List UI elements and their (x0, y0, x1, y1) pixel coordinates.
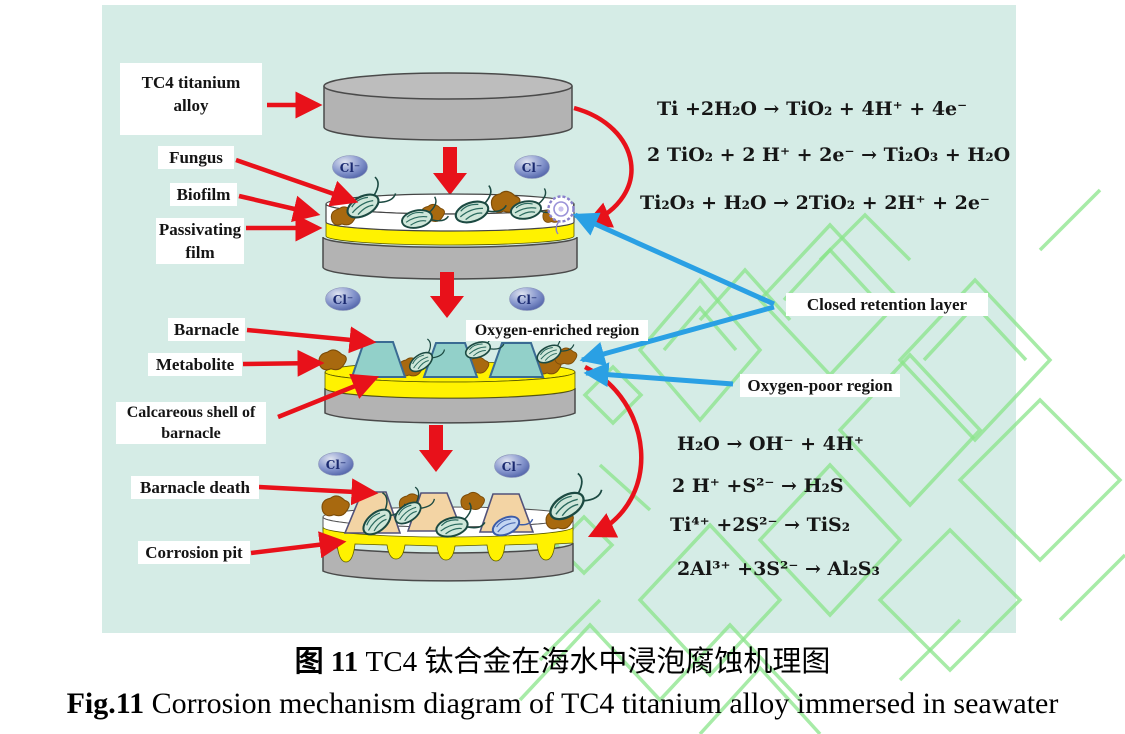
arrow-retention-lower (579, 304, 775, 367)
equation-sulfide-2: 2 H⁺ +S²⁻ → H₂S (672, 475, 844, 497)
caption-chinese: 图 11 TC4 钛合金在海水中浸泡腐蚀机理图 (0, 638, 1125, 680)
process-arrow-2 (430, 272, 464, 318)
watermark-pattern (518, 188, 1125, 734)
label-tc4-line1: TC4 titanium (141, 73, 241, 92)
corroded-film-with-pits (322, 526, 574, 563)
equation-sulfide-1: H₂O → OH⁻ + 4H⁺ (677, 433, 864, 455)
cl-ion-label: Cl⁻ (517, 293, 537, 307)
cl-ion-label: Cl⁻ (333, 293, 353, 307)
label-metabolite: Metabolite (148, 353, 242, 376)
label-calcareous-shell: Calcareous shell of barnacle (116, 402, 266, 444)
label-tc4-alloy: TC4 titanium alloy (120, 63, 262, 135)
arrow-metabolite (242, 349, 325, 377)
cl-ion-label: Cl⁻ (326, 458, 346, 472)
label-oxygen-poor-region: Oxygen-poor region (740, 374, 900, 397)
label-tc4-line2: alloy (173, 96, 209, 115)
label-pointer-arrows (235, 91, 380, 559)
caption-en-number: Fig.11 (66, 687, 145, 720)
label-passivating-line1: Passivating (158, 220, 242, 239)
label-calcareous-line2: barnacle (161, 425, 221, 442)
arc-stage3-to-pit (584, 364, 644, 538)
equation-anodic-3: Ti₂O₃ + H₂O → 2TiO₂ + 2H⁺ + 2e⁻ (640, 192, 990, 214)
cl-ion-label: Cl⁻ (522, 161, 542, 175)
label-passivating-film: Passivating film (156, 218, 244, 264)
barnacles (350, 341, 545, 378)
caption-english: Fig.11 Corrosion mechanism diagram of TC… (0, 687, 1125, 721)
chloride-ions: Cl⁻ Cl⁻ Cl⁻ Cl⁻ Cl⁻ Cl⁻ (318, 155, 550, 478)
alloy-disk-stage4 (321, 466, 606, 582)
label-barnacle: Barnacle (168, 318, 245, 341)
process-arrow-1 (433, 147, 467, 195)
cl-ion-label: Cl⁻ (340, 161, 360, 175)
arrow-barnacle-death (258, 478, 379, 506)
equation-anodic-2: 2 TiO₂ + 2 H⁺ + 2e⁻ → Ti₂O₃ + H₂O (647, 144, 1010, 166)
arrow-barnacle (246, 326, 377, 354)
label-barnacle-death: Barnacle death (131, 476, 259, 499)
label-fungus: Fungus (158, 146, 234, 169)
passivating-film-layer-stage3 (324, 371, 576, 399)
equation-sulfide-4: 2Al³⁺ +3S²⁻ → Al₂S₃ (677, 558, 880, 580)
equation-anodic-1: Ti +2H₂O → TiO₂ + 4H⁺ + 4e⁻ (657, 98, 967, 120)
arrow-oxygen-poor (583, 362, 734, 388)
arc-stage1-to-film (573, 105, 634, 228)
annotation-arrows-blue (572, 212, 776, 388)
process-arrow-3 (419, 425, 453, 472)
alloy-disk-stage2 (322, 171, 578, 280)
caption-zh-number: 图 11 (294, 646, 359, 678)
arrow-corrosion-pit (250, 531, 347, 559)
label-closed-retention-layer: Closed retention layer (786, 293, 988, 316)
label-corrosion-pit: Corrosion pit (138, 541, 250, 564)
arrow-biofilm (238, 193, 321, 223)
caption-zh-text: TC4 钛合金在海水中浸泡腐蚀机理图 (358, 646, 831, 678)
equations-sulfide: H₂O → OH⁻ + 4H⁺ 2 H⁺ +S²⁻ → H₂S Ti⁴⁺ +2S… (670, 433, 880, 580)
label-biofilm: Biofilm (170, 183, 237, 206)
label-passivating-line2: film (185, 243, 215, 262)
caption-en-text: Corrosion mechanism diagram of TC4 titan… (144, 687, 1059, 720)
label-calcareous-line1: Calcareous shell of (126, 404, 256, 421)
arrow-fungus (235, 157, 359, 207)
cl-ion-label: Cl⁻ (502, 460, 522, 474)
alloy-disk-stage1 (323, 72, 573, 141)
arrow-retention-upper (572, 212, 776, 307)
equation-sulfide-3: Ti⁴⁺ +2S²⁻ → TiS₂ (670, 514, 850, 536)
arrow-calcareous (277, 373, 380, 420)
label-oxygen-enriched-region: Oxygen-enriched region (466, 320, 648, 341)
equations-passivation: Ti +2H₂O → TiO₂ + 4H⁺ + 4e⁻ 2 TiO₂ + 2 H… (640, 98, 1010, 214)
